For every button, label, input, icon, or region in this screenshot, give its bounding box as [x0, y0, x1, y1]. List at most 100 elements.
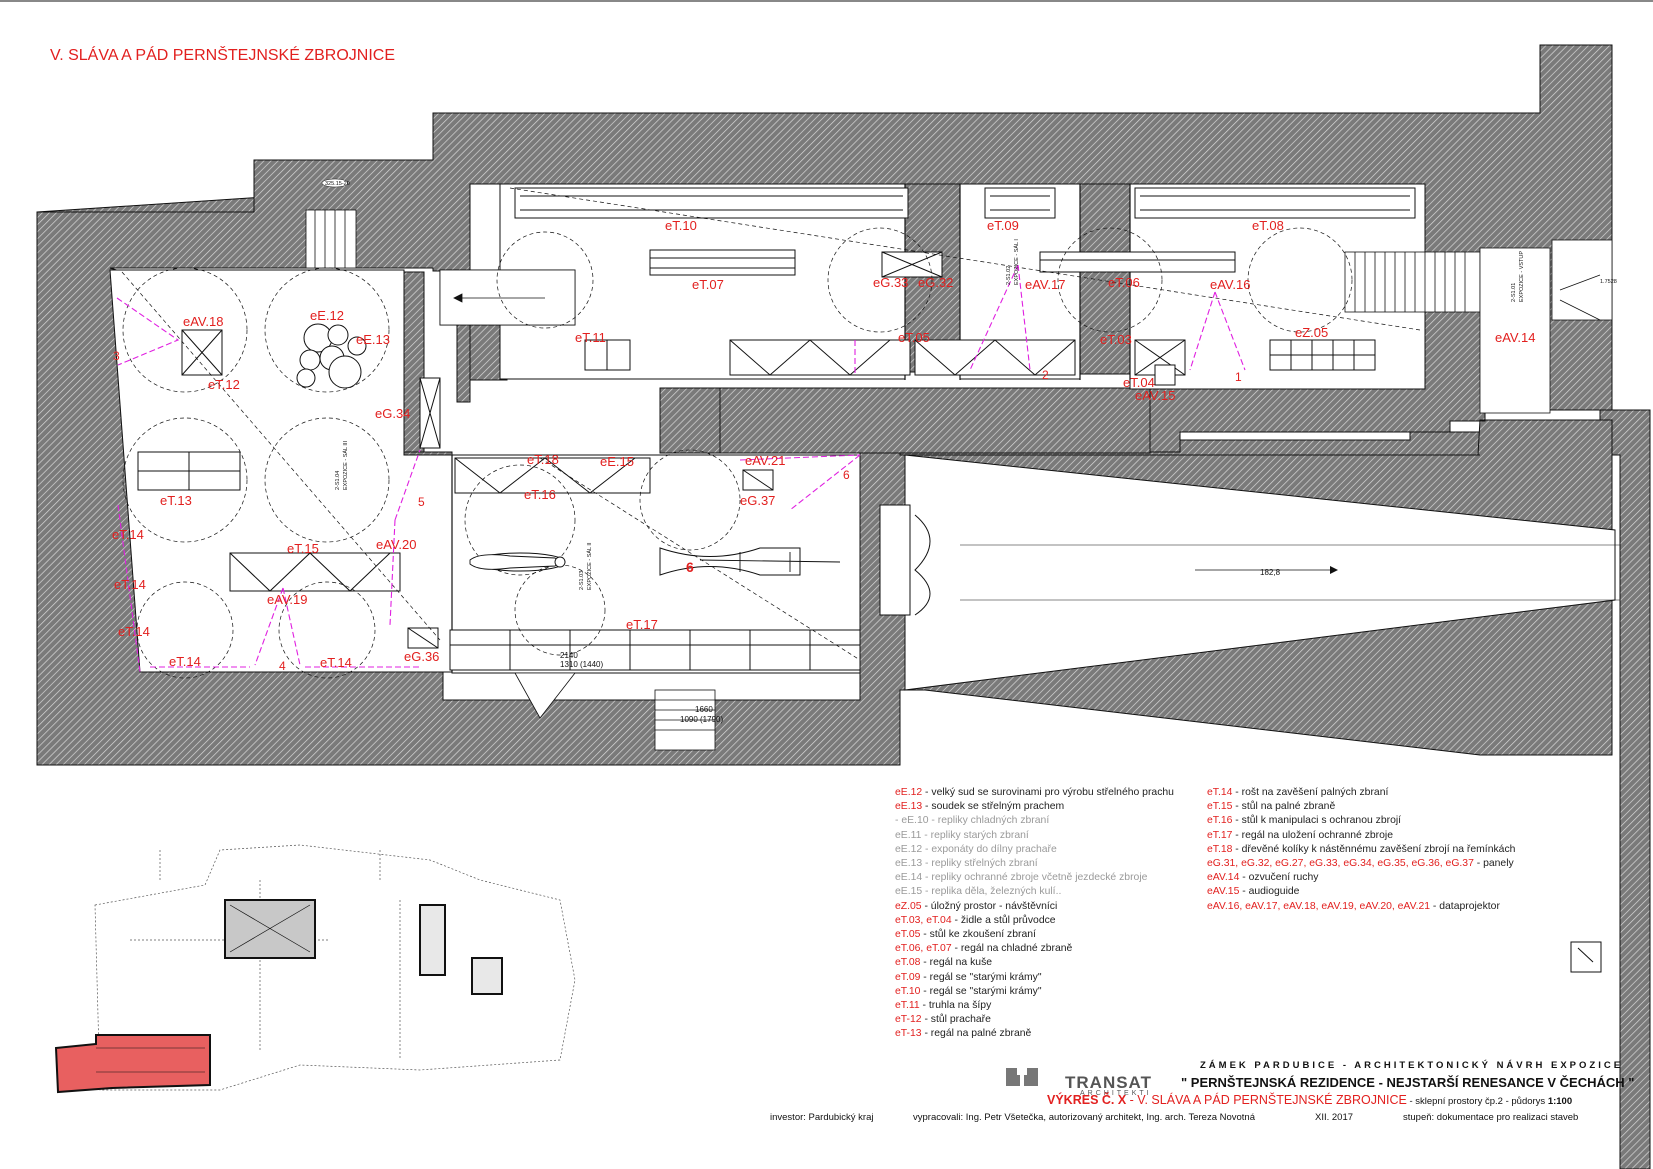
legend-left: eE.12 - velký sud se surovinami pro výro…	[895, 786, 1174, 1042]
legend-code: eE.14	[895, 872, 923, 884]
legend-item: eE.15 - replika děla, železných kulí..	[895, 885, 1174, 899]
legend-item: - eE.10 - repliky chladných zbraní	[895, 814, 1174, 828]
label-num-4: 4	[279, 659, 286, 673]
label-eT15: eT.15	[287, 541, 319, 556]
legend-code: eE.13	[895, 801, 923, 813]
legend-code: eT.10	[895, 985, 921, 997]
legend-code: eT-13	[895, 1028, 922, 1040]
label-eAV14-right: eAV.14	[1495, 330, 1536, 345]
legend-item: eT.16 - stůl k manipulaci s ochranou zbr…	[1207, 814, 1515, 828]
drawing-name: - V. SLÁVA A PÁD PERNŠTEJNSKÉ ZBROJNICE	[1126, 1093, 1407, 1107]
north-arrow-icon	[1577, 947, 1594, 963]
label-eAV19: eAV.19	[267, 592, 308, 607]
label-num-1: 1	[1235, 370, 1242, 384]
label-eT14-a: eT.14	[112, 527, 144, 542]
label-eAV16: eAV.16	[1210, 277, 1251, 292]
label-eT14-e: eT.14	[320, 655, 352, 670]
room-tags: 2-S1.02 EXPOZICE - SÁL I 2-S1.03 EXPOZIC…	[321, 178, 1617, 590]
label-num-2: 2	[1042, 368, 1049, 382]
legend-desc: - regál na kuše	[920, 957, 993, 969]
room-tag-vstup-code: 2-S1.01	[1511, 283, 1517, 302]
projector-beams	[116, 264, 1246, 673]
dimensions: 2140 1310 (1440) 1660 1090 (1790)	[560, 651, 723, 724]
legend-desc: - ozvučení ruchy	[1239, 872, 1319, 884]
legend-item: eAV.16, eAV.17, eAV.18, eAV.19, eAV.20, …	[1207, 900, 1515, 914]
legend-code: eE.13	[895, 858, 923, 870]
legend-item: eE.11 - repliky starých zbraní	[895, 829, 1174, 843]
authors: vypracovali: Ing. Petr Všetečka, autoriz…	[913, 1112, 1255, 1123]
label-eT03: eT.03	[1100, 332, 1132, 347]
label-eT11: eT.11	[575, 330, 606, 345]
legend-item: eT-12 - stůl prachaře	[895, 1013, 1174, 1027]
legend-desc: - exponáty do dílny prachaře	[922, 843, 1057, 855]
legend-item: eE.13 - repliky střelných zbraní	[895, 857, 1174, 871]
drawing-sub: - sklepní prostory čp.2 - půdorys	[1406, 1096, 1548, 1107]
legend-item: eE.12 - exponáty do dílny prachaře	[895, 843, 1174, 857]
transat-logo	[1006, 1068, 1038, 1086]
legend-item: eG.31, eG.32, eG.27, eG.33, eG.34, eG.35…	[1207, 857, 1515, 871]
room-tag-sal3-name: EXPOZICE - SÁL III	[342, 441, 349, 490]
legend-desc: - dřevěné kolíky k nástěnnému zavěšení z…	[1232, 843, 1516, 855]
legend-desc: - repliky ochranné zbroje včetně jezdeck…	[922, 872, 1148, 884]
label-eT14-d: eT.14	[169, 654, 201, 669]
label-eT05: eT.05	[898, 330, 930, 345]
label-eT08: eT.08	[1252, 218, 1284, 233]
label-eT12: eT.12	[208, 377, 240, 392]
label-eT06: eT.06	[1108, 275, 1140, 290]
legend-code: eZ.05	[895, 900, 922, 912]
room-tag-sal3-code: 2-S1.04	[335, 471, 341, 490]
legend-code: eT.17	[1207, 829, 1233, 841]
legend-item: eE.13 - soudek se střelným prachem	[895, 800, 1174, 814]
legend-desc: - regál na chladné zbraně	[951, 943, 1073, 955]
legend-item: eT.11 - truhla na šípy	[895, 999, 1174, 1013]
plan-labels: eT.10 eT.09 eT.08 eT.07 eG.33 eG.32 eAV.…	[112, 218, 1536, 673]
brand-name: TRANSAT	[1065, 1073, 1152, 1092]
room-tag-sal1-name: EXPOZICE - SÁL I	[1013, 239, 1020, 285]
legend-item: eAV.14 - ozvučení ruchy	[1207, 871, 1515, 885]
label-eAV18: eAV.18	[183, 314, 224, 329]
stairs-right	[1344, 239, 1613, 414]
legend-desc: - audioguide	[1239, 886, 1300, 898]
legend-item: eT.09 - regál se "starými krámy"	[895, 971, 1174, 985]
wedge-dimension: 182,8	[1260, 568, 1281, 577]
project-title: ZÁMEK PARDUBICE - ARCHITEKTONICKÝ NÁVRH …	[1200, 1060, 1624, 1071]
legend-item: eT.05 - stůl ke zkoušení zbraní	[895, 928, 1174, 942]
stairs-top	[305, 209, 576, 326]
legend-item: eE.14 - repliky ochranné zbroje včetně j…	[895, 871, 1174, 885]
legend-code: eT.16	[1207, 815, 1233, 827]
legend-desc: - repliky střelných zbraní	[922, 858, 1038, 870]
label-eT16: eT.16	[524, 487, 556, 502]
legend-desc: - replika děla, železných kulí..	[922, 886, 1062, 898]
legend-item: eT.03, eT.04 - židle a stůl průvodce	[895, 914, 1174, 928]
legend-desc: - židle a stůl průvodce	[951, 914, 1056, 926]
legend-desc: - repliky chladných zbraní	[928, 815, 1050, 827]
room-tag-sal2-name: EXPOZICE - SÁL II	[586, 542, 593, 590]
brand-subtitle: ARCHITEKTI	[1080, 1090, 1152, 1097]
legend-code: eE.12	[895, 843, 923, 855]
drawing-line: VÝKRES Č. X - V. SLÁVA A PÁD PERNŠTEJNSK…	[1047, 1093, 1572, 1107]
legend-desc: - regál na uložení ochranné zbroje	[1232, 829, 1393, 841]
drawing-title: V. SLÁVA A PÁD PERNŠTEJNSKÉ ZBROJNICE	[50, 47, 396, 64]
label-eG34: eG.34	[375, 406, 410, 421]
legend-desc: - úložný prostor - návštěvníci	[921, 900, 1058, 912]
dimension-d3: 1660	[695, 705, 713, 714]
label-eAV20: eAV.20	[376, 537, 417, 552]
legend-item: eT.10 - regál se "starými krámy"	[895, 985, 1174, 999]
legend-code: eT.09	[895, 971, 921, 983]
legend-item: eT.06, eT.07 - regál na chladné zbraně	[895, 942, 1174, 956]
legend-desc: - velký sud se surovinami pro výrobu stř…	[922, 787, 1174, 798]
label-eT14-b: eT.14	[114, 577, 146, 592]
legend-item: eZ.05 - úložný prostor - návštěvníci	[895, 900, 1174, 914]
legend-item: eT.15 - stůl na palné zbraně	[1207, 800, 1515, 814]
room-tag-vstup-name: EXPOZICE - VSTUP	[1519, 251, 1525, 302]
legend-desc: - dataprojektor	[1430, 900, 1500, 912]
legend-desc: - truhla na šípy	[919, 1000, 992, 1012]
legend-desc: - regál na palné zbraně	[921, 1028, 1032, 1040]
legend-code: eAV.14	[1207, 872, 1240, 884]
label-num-6: 6	[843, 468, 850, 482]
label-eAV17: eAV.17	[1025, 277, 1066, 292]
label-eE12: eE.12	[310, 308, 344, 323]
label-eT10: eT.10	[665, 218, 697, 233]
investor: investor: Pardubický kraj	[770, 1112, 874, 1123]
